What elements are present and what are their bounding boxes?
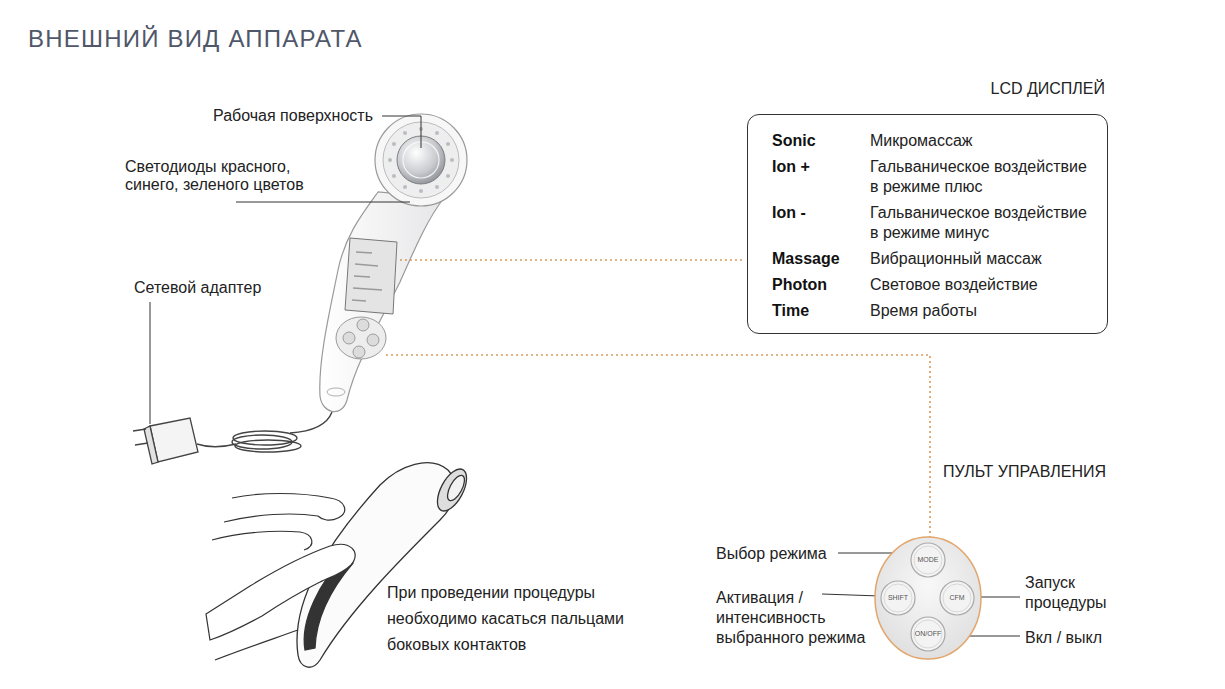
shift-button: SHIFT: [880, 580, 916, 616]
mode-key: Ion -: [772, 203, 806, 223]
cfm-button: CFM: [939, 580, 975, 616]
adapter-cable: [197, 412, 332, 452]
power-adapter: [133, 418, 198, 464]
button-function-label: Выбор режима: [716, 544, 827, 564]
mode-key: Time: [772, 301, 809, 321]
section-heading: LCD ДИСПЛЕЙ: [988, 79, 1107, 99]
button-label: ON/OFF: [915, 630, 941, 638]
mode-button: MODE: [910, 542, 946, 578]
part-label: Светодиоды красного, синего, зеленого цв…: [125, 158, 330, 194]
leader-line: [150, 302, 151, 424]
usage-note: При проведении процедуры необходимо каса…: [387, 580, 637, 658]
button-function-label: Запуск процедуры: [1025, 573, 1120, 613]
page-title: ВНЕШНИЙ ВИД АППАРАТА: [28, 24, 363, 54]
mode-description: Вибрационный массаж: [870, 249, 1092, 269]
section-heading: ПУЛЬТ УПРАВЛЕНИЯ: [941, 462, 1108, 482]
part-label: Сетевой адаптер: [134, 278, 261, 298]
leader-line: [382, 116, 421, 148]
onoff-button: ON/OFF: [910, 616, 946, 652]
mode-description: Гальваническое воздействие в режиме мину…: [870, 203, 1092, 243]
leader-line: [822, 594, 880, 596]
part-label: Рабочая поверхность: [213, 106, 373, 126]
button-label: MODE: [918, 556, 939, 564]
button-function-label: Вкл / выкл: [1025, 628, 1102, 648]
device-body: [320, 114, 467, 412]
button-label: SHIFT: [888, 594, 908, 602]
button-label: CFM: [949, 594, 964, 602]
leader-line: [976, 597, 1020, 598]
mode-description: Время работы: [870, 301, 1092, 321]
mode-description: Микромассаж: [870, 131, 1092, 151]
mode-key: Sonic: [772, 131, 816, 151]
mode-key: Massage: [772, 249, 840, 269]
mode-key: Ion +: [772, 157, 810, 177]
mode-key: Photon: [772, 275, 827, 295]
button-function-label: Активация / интенсивность выбранного реж…: [716, 588, 876, 648]
lcd-display-table: LCD ДИСПЛЕЙSonicМикромассажIon +Гальвани…: [747, 114, 1108, 334]
leader-line: [236, 202, 410, 203]
mode-description: Световое воздействие: [870, 275, 1092, 295]
hand-drawing: [206, 494, 355, 661]
remote-control-oval: ПУЛЬТ УПРАВЛЕНИЯMODESHIFTCFMON/OFF: [874, 536, 982, 660]
mode-description: Гальваническое воздействие в режиме плюс: [870, 157, 1092, 197]
